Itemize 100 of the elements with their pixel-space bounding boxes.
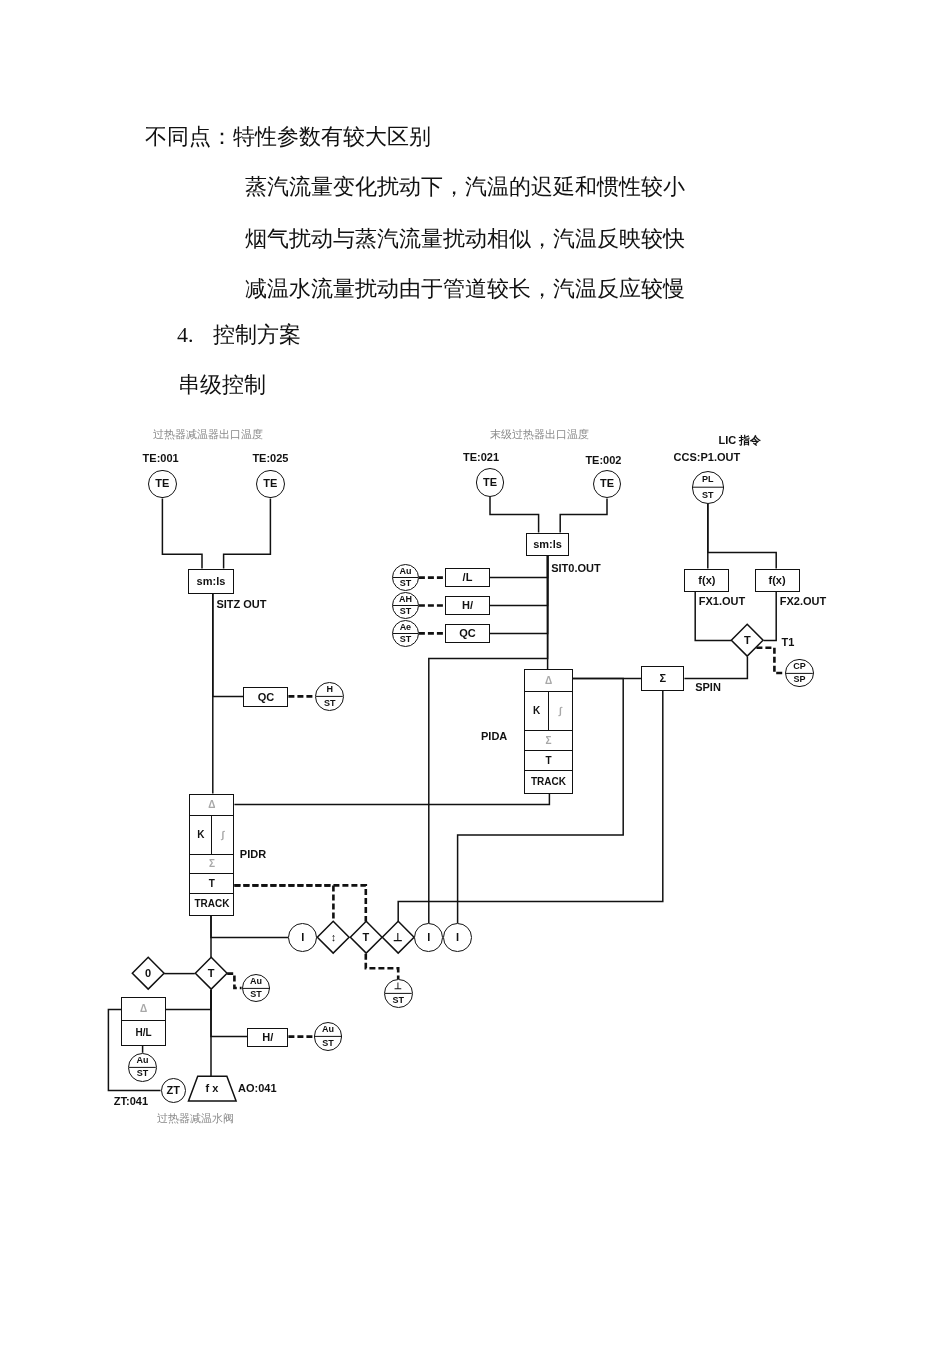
transfer-diamond: T [194,957,228,990]
indicator-label: CP [792,659,807,673]
indicator-label: Au [249,974,263,988]
signal-line [418,604,445,607]
signal-line [212,593,214,795]
transfer-diamond: T [731,624,764,657]
signal-line [683,656,749,680]
transmitter-circle: TE [148,469,177,499]
indicator-circle [691,471,724,504]
function-block: QC [243,687,289,708]
alarm-function-cell: Δ [122,998,165,1022]
tag-label: ZT:041 [113,1096,149,1107]
signal-line [428,555,549,924]
tag-label: CCS:P1.OUT [673,451,741,463]
tag-label: T1 [781,637,795,648]
function-block: sm:ls [187,568,235,594]
function-block: H/ [445,595,490,616]
signal-line [288,1035,314,1038]
tag-label: AO:041 [238,1083,277,1095]
pid-controller-block [189,793,235,916]
function-circle: I [288,923,318,952]
signal-line [210,915,212,959]
indicator-label: ST [249,988,263,1002]
indicator-label: ST [398,605,413,618]
indicator-circle [391,564,419,592]
indicator-label: ST [701,488,715,502]
tag-label: LIC 指令 [718,435,762,447]
pid-function-cell: Δ [190,794,234,816]
indicator-circle [391,619,419,647]
signal-line [762,591,777,642]
signal-line [161,497,203,570]
tag-label: FX1.OUT [698,595,746,607]
pid-function-cell: ∫ [549,691,572,732]
indicator-label: ST [398,577,413,591]
signal-line [397,690,664,923]
section-heading: 4. 控制方案 [177,323,301,347]
tag-label: TE:025 [252,453,289,465]
tag-label: PIDR [239,849,267,861]
indicator-circle [785,658,814,688]
signal-line [234,884,368,922]
signal-line [559,497,608,534]
signal-line [364,953,400,979]
indicator-label: PL [701,473,715,487]
pid-function-cell: Σ [525,731,572,752]
signal-line [233,792,551,806]
group-caption: 过热器减温水阀 [157,1112,234,1126]
indicator-label: Ae [398,620,413,634]
group-caption: 末级过热器出口温度 [490,428,589,442]
transmitter-circle: TE [592,469,622,499]
pid-function-cell: ∫ [212,815,234,855]
indicator-label: ST [323,696,337,710]
tag-label: SITZ OUT [216,599,267,611]
indicator-circle [313,1022,343,1051]
pid-function-cell-text: TRACK [530,774,567,789]
indicator-circle [241,973,271,1003]
alarm-block [121,997,166,1046]
indicator-label: ST [398,633,413,646]
paragraph-text: 减温水流量扰动由于管道较长，汽温反应较慢 [245,277,685,301]
function-block: H/ [247,1027,289,1048]
group-caption: 过热器减温器出口温度 [153,428,264,442]
signal-line [222,497,272,570]
signal-line [418,576,445,579]
signal-line [418,632,445,635]
indicator-label: Au [398,565,413,578]
signal-line [227,972,242,990]
indicator-label: H [325,683,335,697]
paragraph-text: 蒸汽流量变化扰动下，汽温的迟延和惯性较小 [245,175,685,199]
tag-label: TE:021 [463,451,500,463]
function-block: /L [445,567,490,588]
function-block: QC [445,623,490,644]
paragraph-text: 不同点：特性参数有较大区别 [145,125,431,149]
valve-actuator: f x [187,1076,237,1102]
signal-line [707,503,777,570]
section-heading: 串级控制 [178,373,266,397]
tag-label: TE:002 [585,455,622,467]
signal-line [694,591,732,642]
signal-line [489,495,540,534]
signal-line [210,989,212,1077]
pid-function-cell: K [190,815,213,855]
indicator-label: SP [792,673,807,687]
indicator-label: AH [397,593,413,606]
logic-diamond: ↕ [317,921,350,954]
indicator-label: ST [321,1036,335,1050]
pid-function-cell: T [190,874,234,894]
signal-line [107,1008,162,1092]
paragraph-text: 烟气扰动与蒸汽流量扰动相似，汽温反映较快 [245,227,685,251]
pid-function-cell: K [525,691,549,732]
logic-diamond: ⊥ [382,921,415,954]
indicator-label: Au [135,1054,150,1067]
pid-function-cell: Δ [525,670,572,692]
indicator-circle [391,592,419,619]
function-block: Σ [641,665,685,691]
signal-line [163,972,196,975]
pid-controller-block [524,669,573,794]
indicator-label: ⊥ [393,980,404,994]
indicator-circle [315,682,345,711]
indicator-label: ST [391,993,405,1007]
pid-function-cell: T [525,751,572,771]
transmitter-circle: TE [475,467,505,497]
indicator-label: ST [135,1067,150,1081]
